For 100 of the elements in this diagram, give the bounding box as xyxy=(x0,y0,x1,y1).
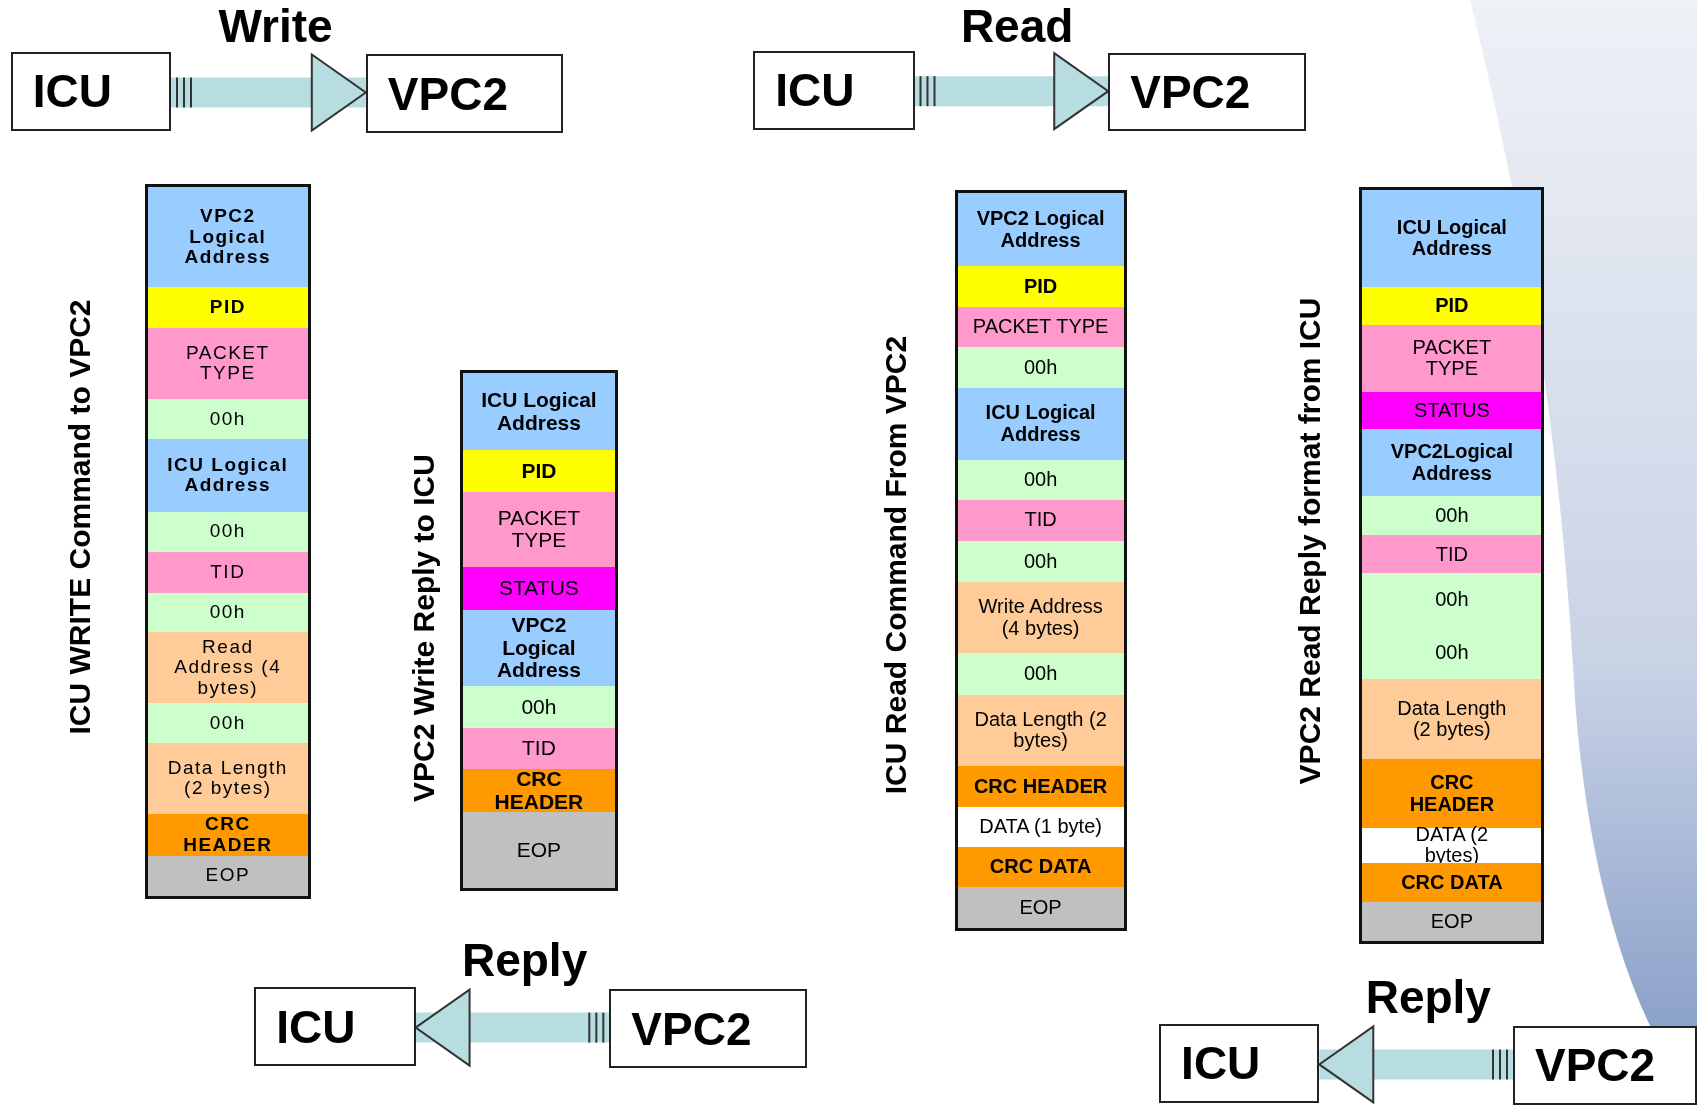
field-label: TID xyxy=(521,737,557,760)
packet-field xyxy=(148,551,308,593)
field-label: Write Address (4 bytes) xyxy=(977,596,1104,640)
packet-field xyxy=(462,373,615,450)
field-label: PID xyxy=(1434,295,1470,317)
field-label: 00h xyxy=(1022,663,1059,685)
packet-field xyxy=(1362,496,1542,536)
device-box xyxy=(753,50,915,130)
frame-title: VPC2 Write Reply to ICU xyxy=(407,453,442,802)
packet-field xyxy=(462,566,615,611)
packet-field xyxy=(1362,535,1542,574)
packet-field xyxy=(148,592,308,632)
field-label: EOP xyxy=(1429,910,1474,933)
packet-field xyxy=(148,511,308,552)
field-label: PACKET TYPE xyxy=(496,506,582,553)
packet-field xyxy=(957,540,1124,582)
field-label: CRC DATA xyxy=(988,856,1093,878)
packet-field xyxy=(462,728,615,770)
field-label: 00h xyxy=(1022,356,1059,379)
device-label: VPC2 xyxy=(1535,1038,1656,1093)
packet-field xyxy=(957,499,1124,541)
packet-field xyxy=(1362,190,1542,287)
packet-field xyxy=(1362,863,1542,903)
field-label: CRC HEADER xyxy=(972,775,1109,798)
packet-field xyxy=(957,347,1124,389)
frame-title: VPC2 Read Reply format from ICU xyxy=(1292,297,1327,785)
packet-field xyxy=(148,855,308,896)
packet-field xyxy=(148,286,308,328)
field-label: Data Length (2 bytes) xyxy=(166,757,289,799)
packet-field xyxy=(462,769,615,813)
packet-field xyxy=(462,812,615,889)
field-label: PACKET TYPE xyxy=(185,342,271,384)
device-label: ICU xyxy=(1181,1036,1261,1091)
device-box xyxy=(10,51,171,131)
field-label: TID xyxy=(1434,543,1469,566)
packet-field xyxy=(1362,391,1542,430)
field-label: PID xyxy=(1022,275,1059,298)
device-box xyxy=(1108,53,1307,131)
packet-field xyxy=(1362,325,1542,392)
field-label: STATUS xyxy=(498,577,580,600)
field-label: 00h xyxy=(1434,642,1470,664)
field-label: DATA (1 byte) xyxy=(978,816,1103,838)
field-label: CRC HEADER xyxy=(1408,771,1496,816)
field-label: CRC HEADER xyxy=(182,814,274,856)
field-label: 00h xyxy=(1022,468,1059,491)
field-label: Read Address (4 bytes) xyxy=(173,636,283,699)
packet-field xyxy=(462,610,615,686)
field-label: CRC DATA xyxy=(1400,872,1504,894)
field-label: PACKET TYPE xyxy=(971,316,1110,338)
packet-field xyxy=(1362,759,1542,828)
packet-field xyxy=(1362,679,1542,760)
field-label: PACKET TYPE xyxy=(1411,336,1493,381)
field-label: EOP xyxy=(204,865,252,886)
packet-frame xyxy=(1359,187,1545,945)
packet-field xyxy=(957,653,1124,695)
field-label: VPC2Logical Address xyxy=(1389,441,1514,485)
field-label: 00h xyxy=(1434,589,1470,611)
packet-field xyxy=(1362,573,1542,680)
device-box xyxy=(1159,1023,1320,1103)
device-label: ICU xyxy=(775,63,855,118)
device-label: VPC2 xyxy=(1130,65,1251,119)
packet-field xyxy=(148,703,308,744)
packet-field xyxy=(957,265,1124,308)
packet-field xyxy=(1362,286,1542,326)
packet-field xyxy=(957,388,1124,460)
field-label: STATUS xyxy=(1412,399,1491,422)
packet-field xyxy=(957,887,1124,929)
field-label: PID xyxy=(208,296,247,318)
device-label: VPC2 xyxy=(631,1001,752,1056)
packet-field xyxy=(148,439,308,512)
block-arrow xyxy=(171,53,367,132)
packet-field xyxy=(1362,429,1542,497)
device-box xyxy=(365,54,563,134)
packet-field xyxy=(957,765,1124,808)
packet-field xyxy=(957,694,1124,766)
field-label: ICU Logical Address xyxy=(1395,216,1508,260)
packet-field xyxy=(957,193,1124,266)
device-box xyxy=(1513,1026,1697,1105)
field-label: 00h xyxy=(208,602,247,623)
packet-field xyxy=(462,449,615,493)
field-label: 00h xyxy=(1434,505,1470,527)
packet-field xyxy=(957,581,1124,654)
packet-field xyxy=(1362,902,1542,942)
frame-title: ICU WRITE Command to VPC2 xyxy=(63,299,98,735)
field-label: 00h xyxy=(520,695,558,719)
device-box xyxy=(609,989,808,1069)
field-label: Data Length (2 bytes) xyxy=(973,708,1108,752)
packet-frame xyxy=(459,370,618,892)
field-label: CRC HEADER xyxy=(493,768,585,814)
block-arrow xyxy=(414,988,610,1067)
field-label: VPC2 Logical Address xyxy=(183,206,273,268)
field-label: TID xyxy=(1023,509,1058,532)
packet-field xyxy=(148,399,308,440)
field-label: 00h xyxy=(208,408,247,430)
device-label: ICU xyxy=(32,64,113,119)
field-label: 00h xyxy=(208,521,247,542)
field-label: 00h xyxy=(1022,550,1059,573)
field-label: ICU Logical Address xyxy=(480,388,598,435)
device-label: ICU xyxy=(276,999,356,1054)
block-arrow xyxy=(914,52,1110,131)
